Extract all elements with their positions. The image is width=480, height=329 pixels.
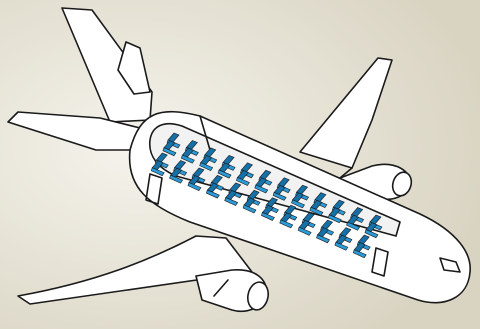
airplane-cutaway-figure [0, 0, 480, 329]
airplane-drawing [0, 0, 480, 329]
